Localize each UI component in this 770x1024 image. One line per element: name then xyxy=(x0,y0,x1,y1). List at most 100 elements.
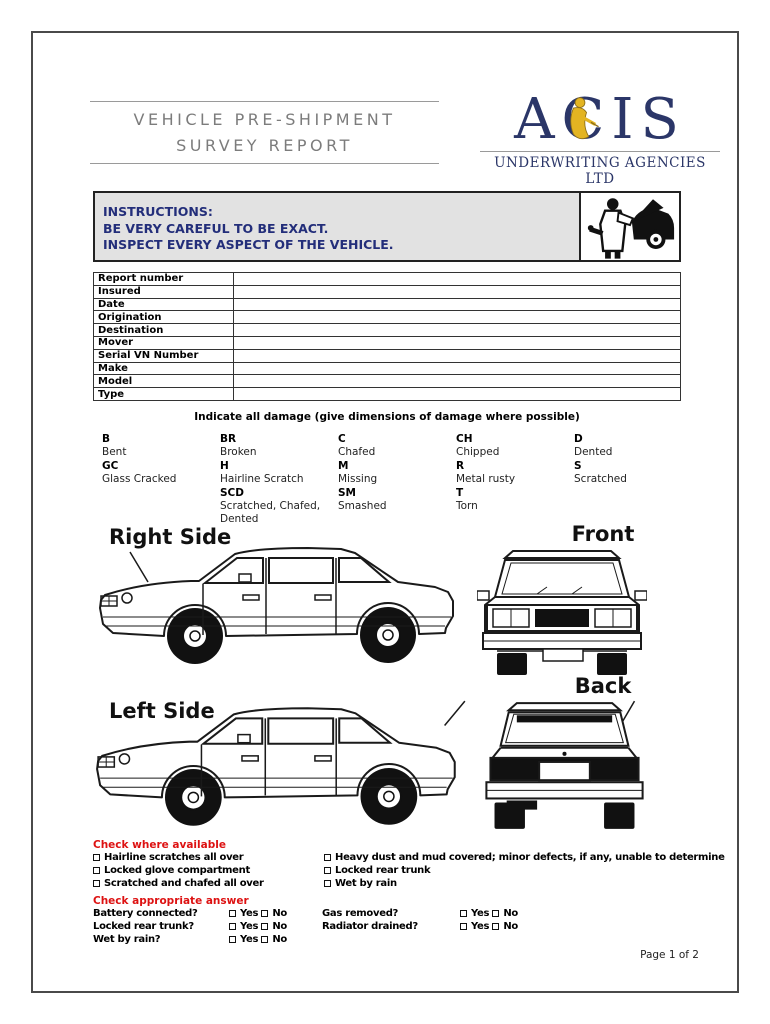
check-item: Wet by rain xyxy=(324,877,725,890)
damage-code: C xyxy=(338,433,346,445)
damage-column-1: B Bent GC Glass Cracked xyxy=(102,433,220,527)
check-item: Locked rear trunk xyxy=(324,864,725,877)
value-cell-insured[interactable] xyxy=(233,284,681,299)
damage-desc: Hairline Scratch xyxy=(220,473,304,486)
checkbox-battery-no[interactable] xyxy=(261,909,269,917)
checkbox-locked-rear-trunk[interactable] xyxy=(324,866,331,874)
row-label-destination: Destination xyxy=(93,323,234,337)
logo-text: ACIS xyxy=(514,87,686,152)
checkbox-trunk-no[interactable] xyxy=(261,922,269,930)
row-label-origination: Origination xyxy=(93,310,234,325)
damage-code: D xyxy=(574,433,583,445)
value-cell-type[interactable] xyxy=(233,387,681,401)
question-label: Battery connected? xyxy=(93,908,198,919)
damage-code: SM xyxy=(338,486,357,499)
back-car-diagram[interactable] xyxy=(477,695,652,837)
table-row: Insured xyxy=(93,284,681,299)
check-item: Scratched and chafed all over xyxy=(93,877,264,890)
table-row: Make xyxy=(93,361,681,376)
check-item-label: Hairline scratches all over xyxy=(104,852,244,863)
value-cell-origination[interactable] xyxy=(233,310,681,325)
damage-code-legend: B Bent GC Glass Cracked BR Broken H Hair… xyxy=(102,433,692,527)
checkbox-rain-no[interactable] xyxy=(261,935,269,943)
check-item-label: Locked rear trunk xyxy=(335,865,431,876)
damage-desc: Bent xyxy=(102,446,127,459)
question-label: Wet by rain? xyxy=(93,934,161,945)
check-item-label: Scratched and chafed all over xyxy=(104,878,264,889)
table-row: Mover xyxy=(93,335,681,350)
back-label: Back xyxy=(574,674,632,698)
page-title-line1: VEHICLE PRE-SHIPMENT xyxy=(133,110,396,129)
row-label-insured: Insured xyxy=(93,284,234,299)
check-item: Heavy dust and mud covered; minor defect… xyxy=(324,851,725,864)
table-row: Model xyxy=(93,374,681,389)
row-label-mover: Mover xyxy=(93,335,234,350)
logo-rule xyxy=(480,151,720,152)
right-side-car-diagram[interactable] xyxy=(93,538,473,673)
damage-legend-heading: Indicate all damage (give dimensions of … xyxy=(194,411,580,423)
value-cell-make[interactable] xyxy=(233,361,681,376)
company-logo: ACIS UNDERWRITING AGENCIES LTD xyxy=(480,91,720,187)
checkbox-scratched-chafed[interactable] xyxy=(93,879,100,887)
front-label: Front xyxy=(571,522,635,546)
instructions-line1: BE VERY CAREFUL TO BE EXACT. xyxy=(103,220,329,236)
question-label: Locked rear trunk? xyxy=(93,921,194,932)
row-label-serial-vn-number: Serial VN Number xyxy=(93,348,234,363)
check-available-col1: Hairline scratches all over Locked glove… xyxy=(93,851,264,890)
damage-desc: Scratched xyxy=(574,473,627,486)
damage-code: BR xyxy=(220,433,237,445)
right-side-label: Right Side xyxy=(109,525,232,549)
check-answer-grid: Battery connected? Yes No Gas removed? Y… xyxy=(93,907,580,946)
value-cell-date[interactable] xyxy=(233,297,681,312)
check-item-label: Heavy dust and mud covered; minor defect… xyxy=(335,852,725,863)
yes-no-group: Yes No xyxy=(460,920,580,933)
damage-code: GC xyxy=(102,459,119,472)
checkbox-trunk-yes[interactable] xyxy=(229,922,236,930)
damage-column-4: CH Chipped R Metal rusty T Torn xyxy=(456,433,574,527)
logo-subtext: UNDERWRITING AGENCIES LTD xyxy=(494,155,706,187)
checkbox-battery-yes[interactable] xyxy=(229,909,236,917)
yes-no-group: Yes No xyxy=(229,933,322,946)
value-cell-model[interactable] xyxy=(233,374,681,389)
checkbox-radiator-no[interactable] xyxy=(492,922,500,930)
table-row: Destination xyxy=(93,323,681,337)
document-page: VEHICLE PRE-SHIPMENT SURVEY REPORT ACIS … xyxy=(31,31,739,993)
yes-no-group: Yes No xyxy=(229,907,322,920)
value-cell-destination[interactable] xyxy=(233,323,681,337)
gold-herald-figure-icon xyxy=(570,97,599,140)
damage-code: S xyxy=(574,459,582,472)
damage-column-5: D Dented S Scratched xyxy=(574,433,692,527)
yes-no-group: Yes No xyxy=(229,920,322,933)
damage-desc: Scratched, Chafed, Dented xyxy=(220,500,321,526)
row-label-type: Type xyxy=(93,387,234,401)
check-item-label: Wet by rain xyxy=(335,878,397,889)
front-car-diagram[interactable] xyxy=(477,545,647,675)
instructions-text: INSTRUCTIONS: BE VERY CAREFUL TO BE EXAC… xyxy=(95,193,579,260)
row-label-make: Make xyxy=(93,361,234,376)
damage-code: B xyxy=(102,433,111,445)
page-title-line2: SURVEY REPORT xyxy=(176,136,353,155)
checkbox-locked-glove-compartment[interactable] xyxy=(93,866,100,874)
check-item: Hairline scratches all over xyxy=(93,851,264,864)
checkbox-wet-by-rain[interactable] xyxy=(324,879,331,887)
check-available-col2: Heavy dust and mud covered; minor defect… xyxy=(324,851,725,890)
checkbox-gas-yes[interactable] xyxy=(460,909,467,917)
instructions-line2: INSPECT EVERY ASPECT OF THE VEHICLE. xyxy=(103,237,394,252)
damage-desc: Broken xyxy=(220,446,257,459)
damage-desc: Torn xyxy=(456,500,478,513)
header-rule-top xyxy=(90,101,439,102)
checkbox-radiator-yes[interactable] xyxy=(460,922,467,930)
checkbox-rain-yes[interactable] xyxy=(229,935,236,943)
damage-desc: Dented xyxy=(574,446,613,459)
check-answer-heading: Check appropriate answer xyxy=(93,895,249,907)
checkbox-heavy-dust[interactable] xyxy=(324,853,331,861)
value-cell-serial-vn-number[interactable] xyxy=(233,348,681,363)
table-row: Origination xyxy=(93,310,681,325)
value-cell-report-number[interactable] xyxy=(233,272,681,286)
value-cell-mover[interactable] xyxy=(233,335,681,350)
damage-code: H xyxy=(220,459,229,472)
checkbox-hairline-scratches[interactable] xyxy=(93,853,100,861)
checkbox-gas-no[interactable] xyxy=(492,909,500,917)
left-side-car-diagram[interactable] xyxy=(90,695,475,835)
